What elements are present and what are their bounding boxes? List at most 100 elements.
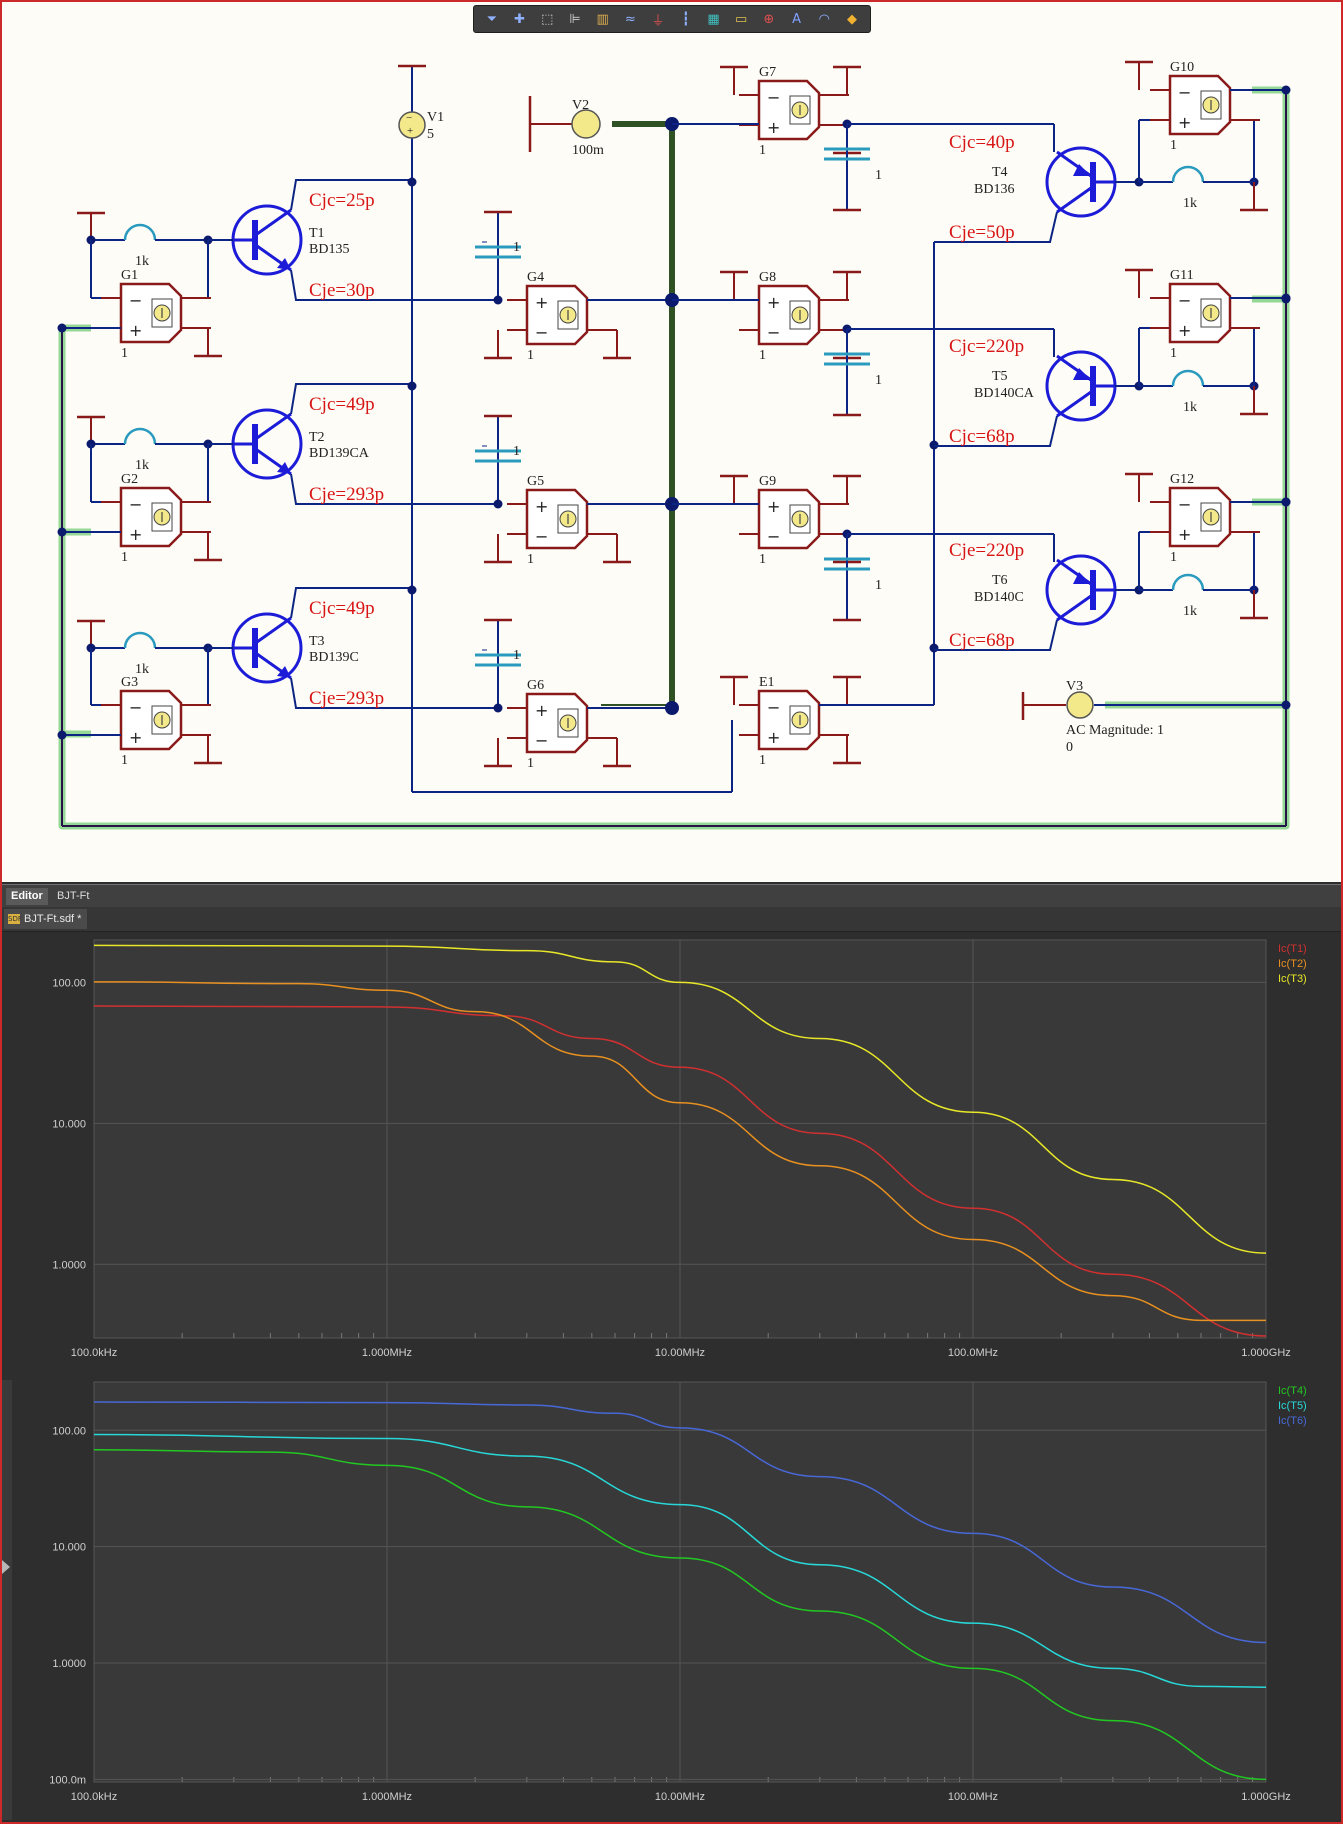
vccs-g8[interactable]: +−G81	[739, 270, 849, 363]
tab-bjt-ft[interactable]: BJT-Ft	[57, 890, 90, 902]
crosshair-icon[interactable]: ✚	[514, 11, 525, 27]
svg-text:1: 1	[121, 753, 128, 768]
bjt-arrow-icon	[1073, 164, 1091, 176]
v3-source-icon[interactable]	[1066, 691, 1094, 719]
svg-text:G6: G6	[527, 678, 544, 693]
cjc-label-t3: Cjc=49p	[309, 598, 375, 619]
v3-value2: 0	[1066, 740, 1073, 755]
vccs-g6[interactable]: +−G61	[507, 678, 617, 771]
align-icon[interactable]: ⊫	[569, 11, 581, 27]
wire-icon[interactable]: ≈	[624, 11, 636, 27]
svg-text:−: −	[129, 291, 142, 310]
svg-text:+: +	[535, 701, 548, 720]
svg-text:G8: G8	[759, 270, 776, 285]
component-icon[interactable]: ▥	[596, 11, 609, 27]
vccs-g5[interactable]: +−G51	[507, 474, 617, 567]
bus-junction	[665, 701, 679, 715]
svg-text:1: 1	[759, 348, 766, 363]
cje-label-t4: Cje=50p	[949, 222, 1015, 243]
left-panel-splitter[interactable]	[0, 1380, 12, 1820]
svg-text:−: −	[129, 495, 142, 514]
series-line-ict6[interactable]	[93, 1401, 1267, 1644]
vccs-g3[interactable]: −+G31	[101, 675, 211, 768]
x-tick-label: 10.00MHz	[655, 1347, 705, 1359]
v1-source-icon[interactable]	[398, 111, 426, 139]
probe-icon[interactable]: ⊕	[763, 11, 775, 27]
junction-dot	[57, 323, 67, 333]
legend-ict1[interactable]: Ic(T1)	[1278, 943, 1307, 955]
legend-ict4[interactable]: Ic(T4)	[1278, 1385, 1307, 1397]
series-line-ict1[interactable]	[93, 1005, 1267, 1337]
x-tick-label: 1.000GHz	[1241, 1791, 1291, 1803]
wire	[290, 587, 412, 619]
y-tick-label: 10.000	[52, 1118, 86, 1130]
v3-ref: V3	[1066, 679, 1083, 694]
marker-icon[interactable]: ◆	[846, 11, 857, 27]
wire	[934, 619, 1058, 651]
svg-text:+: +	[767, 118, 780, 137]
vccs-g1[interactable]: −+G11	[101, 268, 211, 361]
expand-panel-arrow-icon[interactable]	[2, 1560, 10, 1574]
sdf-file-icon: SDF	[8, 914, 22, 924]
svg-text:1: 1	[527, 552, 534, 567]
svg-text:−: −	[767, 527, 780, 546]
v1-value: 5	[427, 127, 434, 142]
legend-ict3[interactable]: Ic(T3)	[1278, 973, 1307, 985]
x-tick-label: 10.00MHz	[655, 1791, 705, 1803]
series-line-ict5[interactable]	[93, 1433, 1267, 1688]
document-tab-bjt-ft-sdf[interactable]: SDF BJT-Ft.sdf *	[4, 909, 88, 929]
y-tick-label: 1.0000	[52, 1259, 86, 1271]
cap-value: 1	[875, 168, 882, 183]
svg-text:−: −	[535, 527, 548, 546]
ref-t2: T2	[309, 430, 325, 445]
vccs-g4[interactable]: +−G41	[507, 270, 617, 363]
series-line-ict2[interactable]	[93, 981, 1266, 1322]
document-tabs: SDF BJT-Ft.sdf *	[2, 907, 1341, 932]
vccs-g9[interactable]: +−G91	[739, 474, 849, 567]
vccs-g7[interactable]: −+G71	[739, 65, 849, 158]
text-icon[interactable]: A	[792, 11, 802, 27]
v2-source-icon[interactable]	[571, 109, 601, 139]
svg-text:1: 1	[1170, 346, 1177, 361]
inductor-1k	[1171, 573, 1205, 591]
select-rect-icon[interactable]: ⬚	[541, 11, 554, 27]
y-tick-label: 1.0000	[52, 1658, 86, 1670]
junction-dot	[57, 730, 67, 740]
bus-icon[interactable]: ┇	[681, 11, 690, 27]
svg-text:+: +	[767, 728, 780, 747]
svg-text:G4: G4	[527, 270, 544, 285]
wire	[290, 473, 498, 505]
bjt-collector	[256, 616, 292, 644]
x-tick-label: 1.000MHz	[362, 1347, 412, 1359]
arc-icon[interactable]: ◠	[818, 11, 830, 27]
chip-icon[interactable]: ▦	[707, 11, 720, 27]
legend-ict2[interactable]: Ic(T2)	[1278, 958, 1307, 970]
svg-text:1: 1	[759, 143, 766, 158]
panel-tabs: Editor BJT-Ft	[2, 884, 1341, 908]
filter-icon[interactable]: ⏷	[486, 11, 498, 27]
port-icon[interactable]: ▭	[735, 11, 748, 27]
junction-dot	[57, 527, 67, 537]
ground-icon[interactable]: ⏚	[651, 13, 665, 29]
svg-text:1: 1	[527, 756, 534, 771]
vccs-g2[interactable]: −+G21	[101, 472, 211, 565]
legend-ict5[interactable]: Ic(T5)	[1278, 1400, 1307, 1412]
bjt-arrow-icon	[1073, 572, 1091, 584]
schematic-drawing[interactable]: 1k−+G11Cjc=25pCje=30pT1BD1351k−+G21Cjc=4…	[2, 2, 1341, 882]
series-line-ict3[interactable]	[93, 944, 1267, 1254]
wire	[290, 179, 412, 211]
series-line-ict4[interactable]	[93, 1449, 1267, 1781]
tab-editor[interactable]: Editor	[6, 888, 48, 905]
svg-text:−: −	[1178, 495, 1191, 514]
cje-label-t1: Cje=30p	[309, 280, 375, 301]
legend-ict6[interactable]: Ic(T6)	[1278, 1415, 1307, 1427]
inductor-value: 1k	[135, 254, 149, 269]
vccs-e1[interactable]: −+E11	[739, 675, 849, 768]
wire	[934, 415, 1058, 447]
